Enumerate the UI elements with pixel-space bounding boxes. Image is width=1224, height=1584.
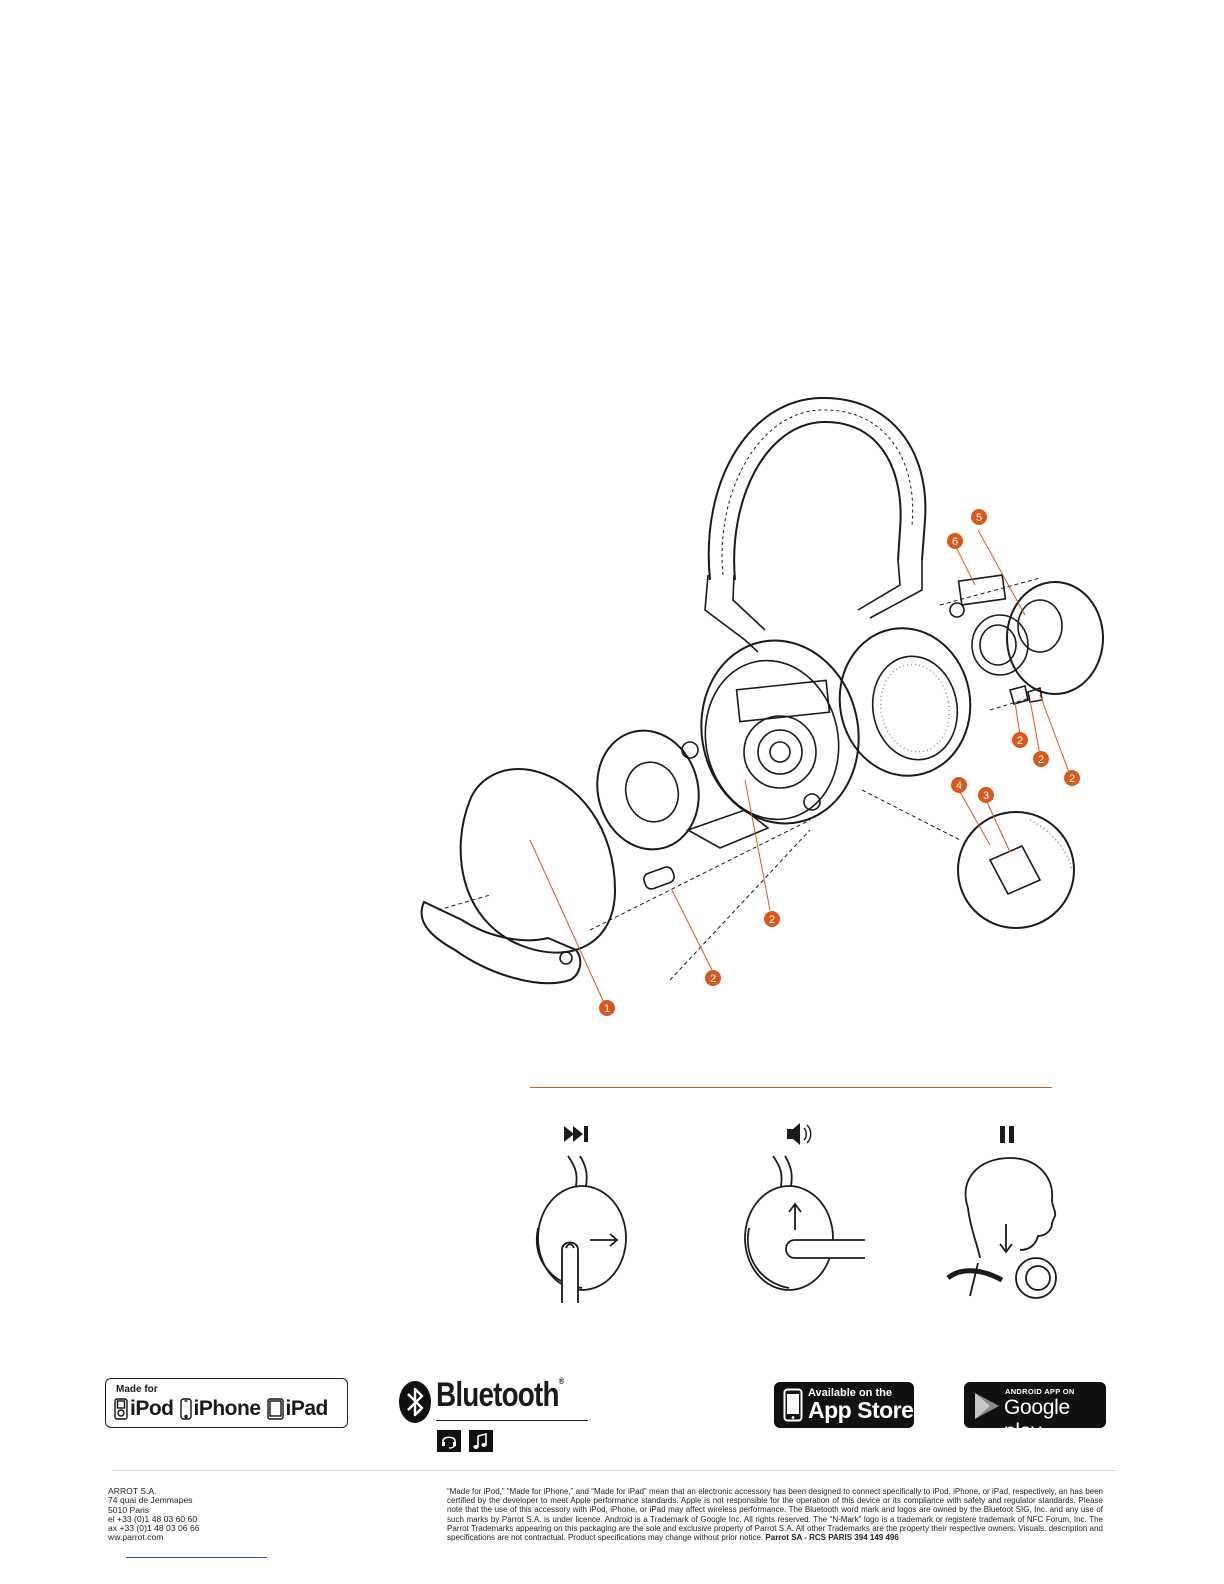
play-triangle-icon	[975, 1393, 999, 1419]
app-store-line2: App Store	[808, 1397, 914, 1423]
app-store-badge[interactable]: Available on the App Store	[774, 1382, 914, 1428]
mfi-iphone-label: iPhone	[193, 1397, 262, 1420]
callout-2: 2	[1064, 770, 1080, 786]
legal-text: “Made for iPod,” “Made for iPhone,” and …	[447, 1487, 1103, 1543]
mfi-title: Made for	[116, 1384, 158, 1395]
bluetooth-icon	[399, 1381, 431, 1423]
ipad-icon	[266, 1398, 284, 1420]
volume-icon	[787, 1123, 812, 1145]
address-line: ax +33 (0)1 48 03 06 66	[108, 1523, 200, 1534]
callout-5: 5	[971, 509, 987, 525]
address-line: 5010 Paris	[108, 1504, 150, 1515]
company-address: ARROT S.A. 74 quai de Jemmapes 5010 Pari…	[108, 1486, 200, 1543]
svg-text:1: 1	[604, 1003, 610, 1015]
ipod-icon	[114, 1398, 128, 1420]
callout-2: 2	[705, 970, 721, 986]
google-play-line2: Google play	[1004, 1396, 1070, 1443]
svg-text:4: 4	[956, 780, 962, 792]
music-profile-icon	[469, 1430, 493, 1452]
google-play-line1: ANDROID APP ON	[1005, 1387, 1075, 1396]
pause-icon	[1000, 1126, 1014, 1143]
callout-3: 3	[978, 787, 994, 803]
callout-2: 2	[1012, 732, 1028, 748]
section-divider	[530, 1087, 1052, 1088]
gesture-next-track	[536, 1126, 627, 1303]
app-store-line1: Available on the	[808, 1387, 892, 1399]
headset-profile-icon	[437, 1430, 461, 1452]
link-underline	[126, 1557, 267, 1558]
address-line: 74 quai de Jemmapes	[108, 1495, 193, 1506]
phone-icon	[783, 1388, 803, 1422]
mfi-ipod-label: iPod	[130, 1397, 174, 1420]
svg-text:5: 5	[976, 512, 982, 524]
exploded-headphone-diagram: 1 2 2 2 2 2 3 4 5 6	[420, 396, 1104, 1016]
mfi-ipad-label: iPad	[285, 1397, 329, 1420]
callout-2: 2	[1033, 751, 1049, 767]
callout-6: 6	[947, 533, 963, 549]
svg-text:2: 2	[1017, 735, 1023, 747]
footer-divider	[112, 1470, 1116, 1471]
bluetooth-reg: ®	[558, 1376, 564, 1386]
svg-text:2: 2	[769, 914, 775, 926]
callout-1: 1	[599, 1000, 615, 1016]
gesture-pause	[946, 1126, 1057, 1299]
bluetooth-underline	[436, 1420, 588, 1421]
callout-2: 2	[764, 911, 780, 927]
next-track-icon	[564, 1126, 588, 1142]
company-registration: Parrot SA - RCS PARIS 394 149 496	[765, 1533, 899, 1543]
svg-text:2: 2	[710, 973, 716, 985]
made-for-apple-badge: Made for iPod iPhone iPad	[105, 1378, 348, 1428]
svg-text:3: 3	[983, 790, 989, 802]
legal-notice: “Made for iPod,” “Made for iPhone,” and …	[447, 1487, 1103, 1542]
bluetooth-wordmark: Bluetooth®	[436, 1376, 564, 1415]
gesture-volume	[744, 1123, 865, 1291]
address-line: ARROT S.A.	[108, 1486, 157, 1496]
callout-4: 4	[951, 777, 967, 793]
google-play-badge[interactable]: ANDROID APP ON Google play	[964, 1382, 1106, 1443]
svg-text:2: 2	[1038, 754, 1044, 766]
bluetooth-word: Bluetooth	[436, 1376, 560, 1414]
address-line: el +33 (0)1 48 03 60 60	[108, 1513, 198, 1524]
website-link[interactable]: ww.parrot.com	[108, 1532, 164, 1543]
svg-text:6: 6	[952, 536, 958, 548]
iphone-icon	[179, 1398, 192, 1420]
svg-text:2: 2	[1069, 773, 1075, 785]
